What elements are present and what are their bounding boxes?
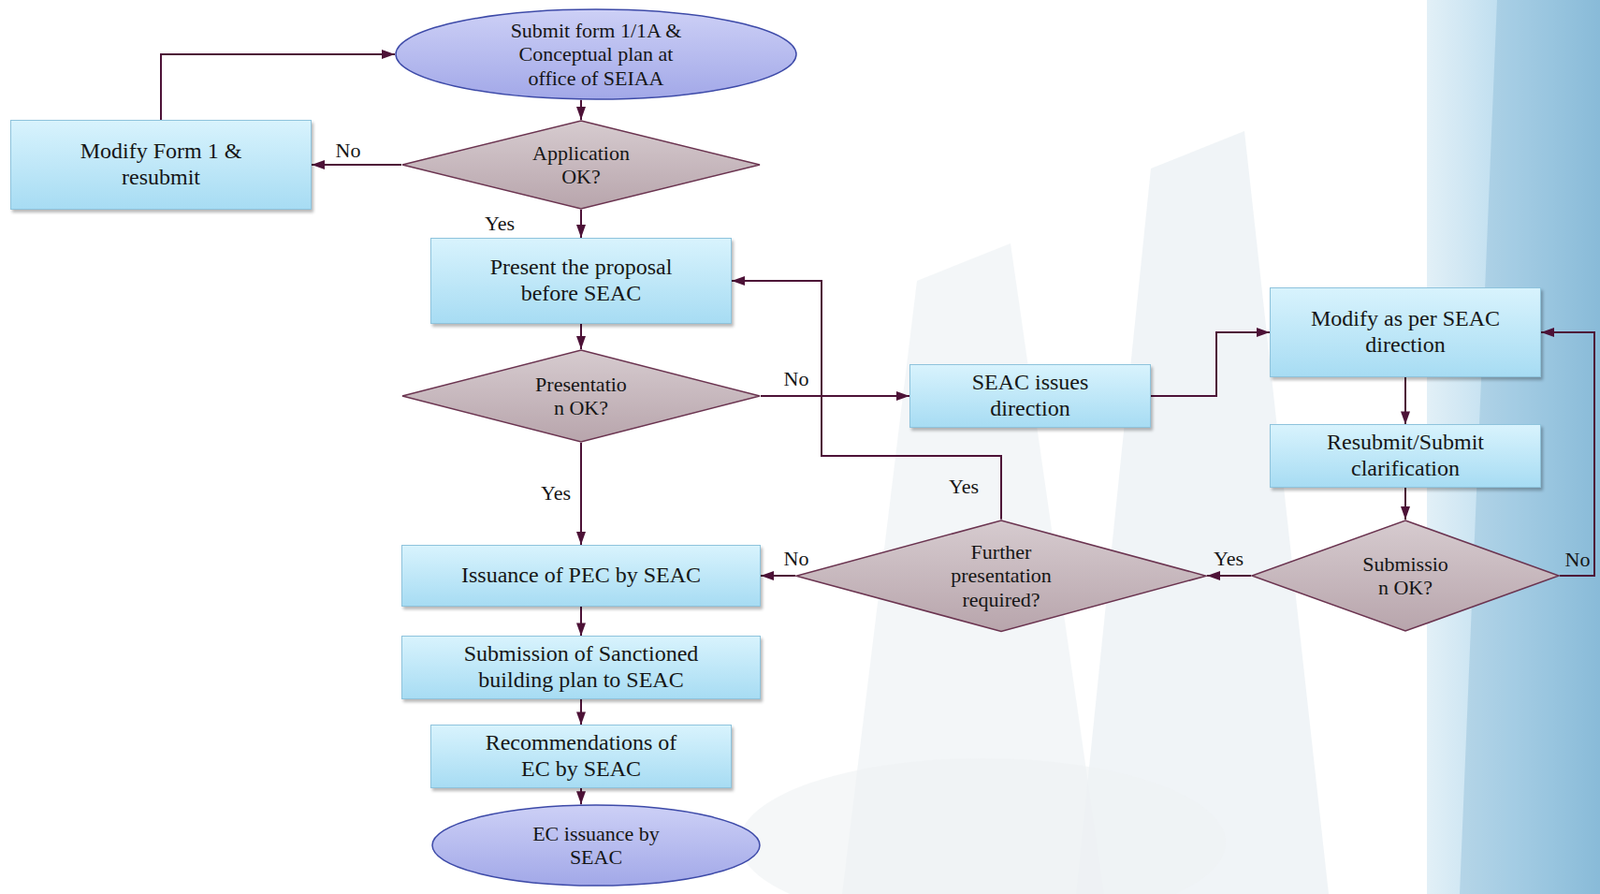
edge-label: No	[1565, 547, 1591, 571]
edge-label: Yes	[948, 474, 979, 498]
node-text: Recommendations of EC by SEAC	[484, 729, 679, 782]
ellipse-shape	[395, 9, 797, 100]
flow-arrow	[760, 574, 796, 577]
flow-arrow	[160, 54, 395, 120]
diamond-shape	[796, 520, 1207, 631]
terminal-ellipse: Submit form 1/1A & Conceptual plan at of…	[394, 8, 798, 101]
edge-label: Yes	[484, 211, 515, 235]
node-text: Submissio n OK?	[1361, 552, 1450, 600]
process-box: Issuance of PEC by SEAC	[401, 544, 761, 607]
node-text: Submit form 1/1A & Conceptual plan at of…	[509, 18, 684, 90]
diamond-shape	[1251, 520, 1559, 631]
flow-arrow	[580, 698, 582, 726]
decision-diamond: Presentatio n OK?	[401, 349, 761, 443]
flow-arrow	[580, 323, 582, 350]
flow-arrow	[1541, 332, 1595, 576]
edge-label: No	[335, 138, 362, 162]
flow-arrow	[1404, 377, 1407, 424]
decision-diamond: Submissio n OK?	[1250, 519, 1560, 632]
node-text: Modify as per SEAC direction	[1309, 305, 1501, 358]
node-text: Presentatio n OK?	[534, 372, 628, 421]
decision-diamond: Application OK?	[401, 119, 761, 210]
diamond-shape	[402, 120, 760, 209]
node-text: Resubmit/Submit clarification	[1325, 429, 1486, 481]
edge-label: No	[784, 546, 810, 570]
node-text: Application OK?	[531, 141, 631, 190]
process-box: Recommendations of EC by SEAC	[430, 724, 732, 787]
node-text: Modify Form 1 & resubmit	[79, 138, 244, 190]
flow-arrow	[580, 209, 582, 238]
node-text: Submission of Sanctioned building plan t…	[463, 640, 700, 693]
node-text: EC issuance by SEAC	[531, 821, 661, 870]
process-box: Submission of Sanctioned building plan t…	[401, 635, 761, 699]
process-box: Modify as per SEAC direction	[1269, 287, 1542, 378]
node-text: Present the proposal before SEAC	[489, 254, 674, 306]
flow-arrow	[1404, 487, 1407, 520]
node-text: SEAC issues direction	[971, 369, 1091, 422]
process-box: SEAC issues direction	[909, 363, 1151, 427]
flow-arrow	[760, 394, 910, 397]
edge-label: No	[784, 366, 810, 391]
diamond-shape	[402, 349, 760, 442]
flow-arrow	[1150, 332, 1270, 396]
edge-label: Yes	[540, 480, 571, 505]
edge-label: Yes	[1213, 546, 1244, 570]
process-box: Modify Form 1 & resubmit	[10, 119, 312, 210]
flow-arrow	[311, 163, 402, 166]
ellipse-shape	[432, 804, 760, 886]
decision-diamond: Further presentation required?	[795, 519, 1208, 632]
terminal-ellipse: EC issuance by SEAC	[431, 803, 761, 887]
process-box: Present the proposal before SEAC	[430, 237, 732, 324]
ghost-shape	[739, 757, 1226, 894]
flow-arrow	[580, 787, 582, 805]
node-text: Further presentation required?	[949, 539, 1053, 611]
node-text: Issuance of PEC by SEAC	[460, 562, 702, 589]
flow-arrow	[580, 100, 582, 120]
flow-arrow	[580, 606, 582, 636]
flow-arrow	[1207, 574, 1251, 577]
flow-arrow	[580, 442, 582, 545]
process-box: Resubmit/Submit clarification	[1269, 423, 1542, 487]
